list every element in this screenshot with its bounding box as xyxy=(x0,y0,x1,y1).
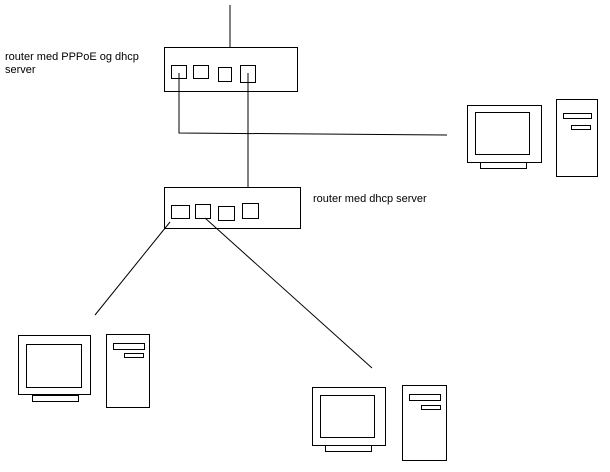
cable-router-top-to-computer-right xyxy=(178,73,448,136)
tower-drive-1 xyxy=(113,343,145,350)
router-top-port-3 xyxy=(218,67,232,82)
router-bottom-port-1 xyxy=(171,205,190,219)
tower-drive-2 xyxy=(421,405,441,410)
computer-right xyxy=(467,99,598,177)
monitor-base xyxy=(480,162,527,169)
router-pppoe-dhcp xyxy=(164,47,298,92)
router-bottom-label: router med dhcp server xyxy=(313,193,427,205)
cable-router-bottom-to-computer-left xyxy=(94,221,171,316)
cable-router-bottom-to-computer-bottom xyxy=(204,217,373,369)
computer-bottom xyxy=(312,385,447,461)
monitor-screen xyxy=(320,395,375,438)
router-bottom-port-2 xyxy=(195,204,211,219)
tower-icon xyxy=(556,99,598,177)
tower-drive-2 xyxy=(571,125,591,130)
tower-drive-1 xyxy=(563,113,592,119)
router-dhcp xyxy=(164,187,301,229)
monitor-base xyxy=(325,445,372,452)
tower-drive-1 xyxy=(409,394,441,401)
router-bottom-port-3 xyxy=(218,206,235,221)
monitor-base xyxy=(32,395,79,402)
computer-left xyxy=(18,334,150,408)
monitor-screen xyxy=(26,344,82,388)
router-top-port-2 xyxy=(193,65,209,79)
monitor-screen xyxy=(475,112,530,155)
tower-drive-2 xyxy=(124,353,144,358)
router-bottom-port-4 xyxy=(242,203,259,219)
router-top-label: router med PPPoE og dhcp server xyxy=(5,51,139,76)
